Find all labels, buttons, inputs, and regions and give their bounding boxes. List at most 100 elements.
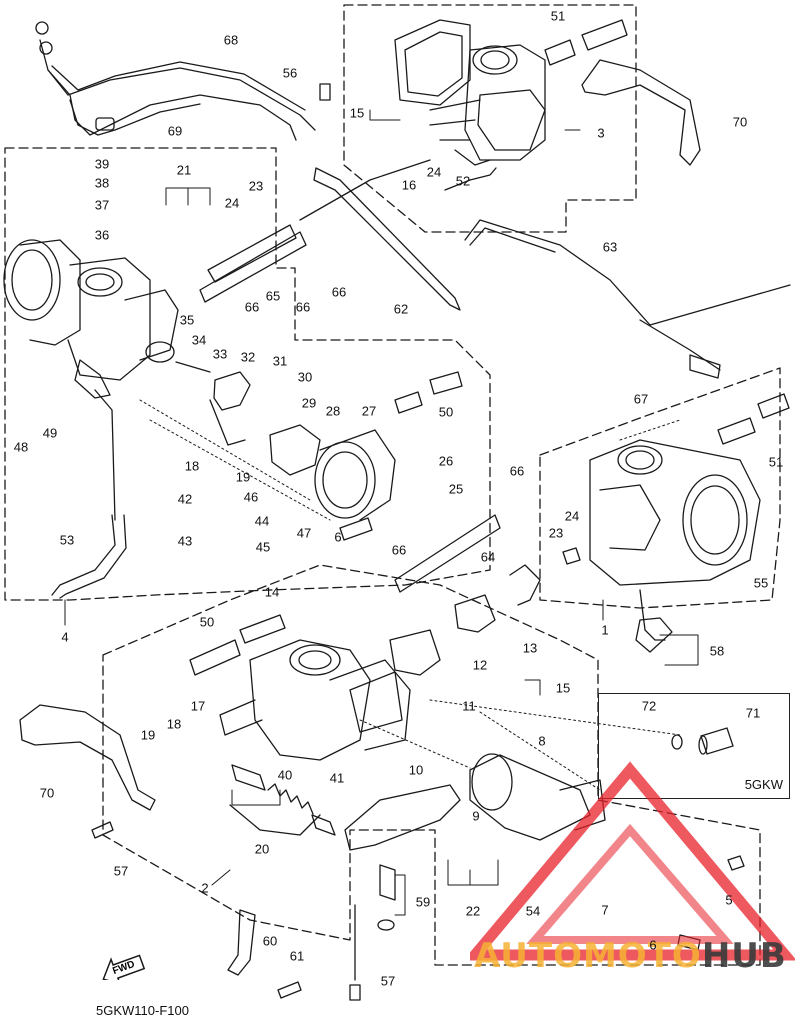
callout-2: 2 [201,880,209,896]
callout-55: 55 [753,575,769,591]
diagram-caption: 5GKW110-F100 [96,1003,189,1018]
callout-34: 34 [191,332,207,348]
callout-59: 59 [415,894,431,910]
watermark-text-a: AUTOMOTO [474,936,702,976]
callout-10: 10 [408,762,424,778]
callout-62: 62 [393,301,409,317]
callout-60: 60 [262,933,278,949]
callout-30: 30 [297,369,313,385]
callout-15-lower: 15 [555,680,571,696]
callout-35: 35 [179,312,195,328]
callout-39: 39 [94,156,110,172]
callout-24-upper: 24 [426,164,442,180]
callout-4: 4 [61,629,69,645]
callout-51-lower: 51 [768,454,784,470]
callout-57-bottom: 57 [380,973,396,989]
callout-28: 28 [325,403,341,419]
callout-16: 16 [401,177,417,193]
callout-33: 33 [212,346,228,362]
carburetor-1 [589,439,761,653]
callout-56: 56 [282,65,298,81]
leader-lines [139,399,681,791]
callout-50-lower: 50 [199,614,215,630]
callout-66-c: 66 [331,284,347,300]
callout-48: 48 [13,439,29,455]
callout-66-a: 66 [244,299,260,315]
carburetor-2 [219,564,541,761]
link-arm-62 [299,159,461,311]
variant-label: 5GKW [744,777,783,792]
callout-20: 20 [254,841,270,857]
callout-21: 21 [176,162,192,178]
callout-19-upper: 19 [235,469,251,485]
callout-8: 8 [538,733,546,749]
callout-64: 64 [480,549,496,565]
callout-70-upper: 70 [732,114,748,130]
throttle-rod-63 [464,219,791,379]
callout-25: 25 [448,481,464,497]
callout-66-b: 66 [295,299,311,315]
group-outline-1 [539,367,781,609]
callout-47: 47 [296,525,312,541]
callout-66-d: 66 [509,463,525,479]
callout-38: 38 [94,175,110,191]
carburetor-4 [3,239,179,521]
callout-6-lower: 6 [649,937,657,953]
callout-43: 43 [177,533,193,549]
bracket-60 [227,909,256,976]
callout-68: 68 [223,32,239,48]
callout-69: 69 [167,123,183,139]
hose-53 [51,514,127,599]
callout-24-right: 24 [564,508,580,524]
callout-71: 71 [745,705,761,721]
callout-13: 13 [522,640,538,656]
callout-40: 40 [277,767,293,783]
callout-23-lower: 23 [548,525,564,541]
watermark-text-b: HUB [701,936,787,976]
variant-parts [671,727,734,755]
callout-5: 5 [725,892,733,908]
callout-54: 54 [525,903,541,919]
callout-52: 52 [455,173,471,189]
variant-box: 5GKW [598,693,790,799]
callout-49: 49 [42,425,58,441]
link-plate [344,784,461,981]
callout-32: 32 [240,349,256,365]
callout-27: 27 [361,403,377,419]
callout-63: 63 [602,239,618,255]
callout-42: 42 [177,491,193,507]
callout-19-lower: 19 [140,727,156,743]
top-cover-9 [469,753,606,841]
callout-66-e: 66 [391,542,407,558]
callout-29: 29 [301,395,317,411]
fuel-hoses [35,21,316,141]
callout-36: 36 [94,227,110,243]
group-outline-4 [4,147,491,601]
callout-18-upper: 18 [184,458,200,474]
forward-arrow-icon: FWD [102,954,146,980]
callout-37: 37 [94,197,110,213]
bracket-70-lower [19,704,156,811]
callout-46: 46 [243,489,259,505]
callout-61: 61 [289,948,305,964]
callout-41: 41 [329,770,345,786]
callout-23-upper: 23 [248,178,264,194]
group-outline-3 [343,4,637,233]
callout-67: 67 [633,391,649,407]
callout-58: 58 [709,643,725,659]
joint-pipes [189,19,790,676]
callout-3: 3 [597,125,605,141]
callout-18-lower: 18 [166,716,182,732]
callout-22: 22 [465,903,481,919]
callout-57-left: 57 [113,863,129,879]
callout-7: 7 [601,902,609,918]
callout-45: 45 [255,539,271,555]
callout-12: 12 [472,657,488,673]
callout-72: 72 [641,698,657,714]
callout-15-upper: 15 [349,105,365,121]
callout-24-left: 24 [224,195,240,211]
callout-11: 11 [462,698,476,714]
callout-50-upper: 50 [438,404,454,420]
callout-9: 9 [472,808,480,824]
callout-65: 65 [265,288,281,304]
